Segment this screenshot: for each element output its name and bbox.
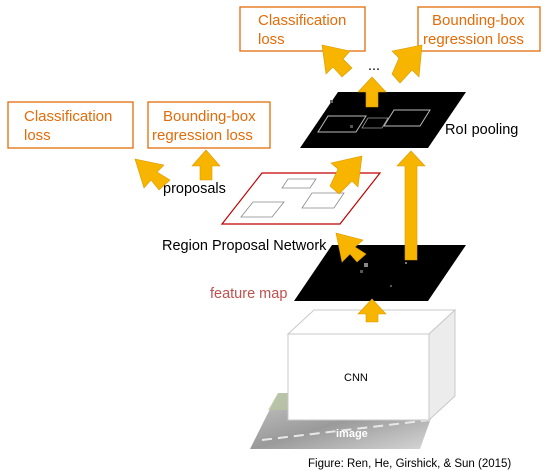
top-classification-loss-line2: loss (258, 31, 285, 48)
top-bbox-regression-loss-box: Bounding-box regression loss (417, 6, 541, 52)
rpn-classification-loss-line2: loss (24, 127, 51, 144)
arrow-to-rpn-classification-loss (134, 158, 171, 191)
arrow-feature-map-to-rpn (335, 232, 367, 263)
arrow-feature-map-to-roi (396, 150, 426, 261)
rpn-bbox-loss-line1: Bounding-box (163, 108, 256, 125)
figure-caption: Figure: Ren, He, Girshick, & Sun (2015) (308, 458, 511, 470)
rpn-bbox-regression-loss-box: Bounding-box regression loss (147, 101, 271, 149)
rpn-classification-loss-line1: Classification (24, 108, 112, 125)
arrow-proposals-to-roi (329, 155, 363, 195)
arrow-cnn-to-feature-map (357, 298, 387, 323)
top-bbox-loss-line2: regression loss (423, 31, 524, 48)
region-proposal-network-label: Region Proposal Network (162, 238, 327, 254)
arrows (134, 44, 426, 323)
proposals-label: proposals (163, 181, 226, 197)
arrow-to-top-bbox-loss (391, 44, 423, 84)
image-label: image (336, 428, 368, 440)
top-classification-loss-box: Classification loss (239, 6, 366, 52)
top-bbox-loss-line1: Bounding-box (432, 12, 525, 29)
cnn-cube: CNN (286, 308, 457, 422)
top-classification-loss-line1: Classification (258, 12, 346, 29)
arrow-to-rpn-bbox-loss (191, 149, 221, 181)
arrow-to-top-classification-loss (321, 44, 353, 78)
roi-pooling-layer: RoI pooling (300, 92, 518, 148)
roi-pooling-label: RoI pooling (445, 122, 518, 138)
ellipsis: ... (368, 58, 380, 74)
cnn-label: CNN (344, 372, 368, 384)
rpn-bbox-loss-line2: regression loss (152, 127, 253, 144)
feature-map-label: feature map (210, 286, 287, 302)
rpn-classification-loss-box: Classification loss (7, 101, 134, 149)
arrow-roi-to-heads (357, 76, 387, 108)
feature-map-layer: feature map (210, 245, 466, 302)
